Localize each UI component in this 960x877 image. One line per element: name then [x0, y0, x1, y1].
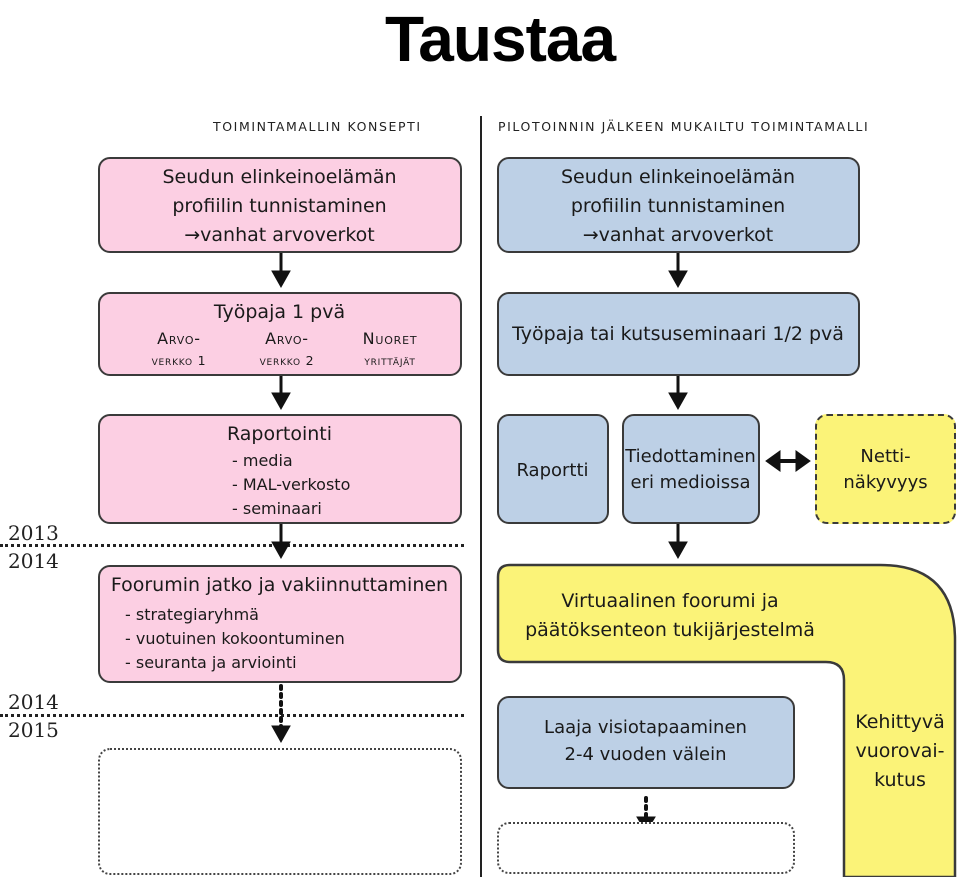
left-forum-item3: - seuranta ja arviointi — [125, 653, 297, 672]
left-workshop-col1: Arvo- verkko 1 — [151, 329, 207, 368]
left-forum-box: Foorumin jatko ja vakiinnuttaminen - str… — [98, 565, 462, 683]
year-label-2015: 2015 — [8, 718, 59, 742]
right-web-visibility-line2: näkyvyys — [843, 472, 928, 493]
left-reporting-title: Raportointi — [226, 423, 333, 445]
left-workshop-col2: Arvo- verkko 2 — [259, 329, 315, 368]
slide-title: Taustaa — [384, 3, 616, 75]
left-forum-title: Foorumin jatko ja vakiinnuttaminen — [110, 574, 449, 596]
year-label-2014: 2014 — [8, 549, 59, 573]
left-profile-line1: Seudun elinkeinoelämän — [162, 166, 397, 188]
right-arrow-2 — [668, 376, 688, 411]
left-column-header: TOIMINTAMALLIN KONSEPTI — [213, 119, 422, 134]
right-communication-line2: eri medioissa — [630, 472, 751, 493]
left-forum-item1: - strategiaryhmä — [125, 605, 259, 624]
right-web-visibility-line1: Netti- — [860, 446, 911, 467]
right-communication-line1: Tiedottaminen — [625, 446, 756, 467]
year-divider-2014-2015 — [0, 714, 464, 717]
right-profile-box: Seudun elinkeinoelämän profiilin tunnist… — [497, 157, 860, 253]
left-reporting-item2: - MAL-verkosto — [232, 475, 351, 494]
left-empty-future-box — [98, 748, 462, 875]
right-profile-line2: profiilin tunnistaminen — [570, 195, 786, 217]
left-arrow-2 — [271, 376, 291, 411]
left-reporting-item1: - media — [232, 451, 293, 470]
right-web-visibility-box: Netti- näkyvyys — [815, 414, 956, 524]
left-workshop-title: Työpaja 1 pvä — [213, 301, 346, 323]
left-profile-box: Seudun elinkeinoelämän profiilin tunnist… — [98, 157, 462, 253]
left-workshop-box: Työpaja 1 pvä Arvo- verkko 1 Arvo- verkk… — [98, 292, 462, 376]
left-reporting-box: Raportointi - media - MAL-verkosto - sem… — [98, 414, 462, 524]
right-virtual-forum-line2: päätöksenteon tukijärjestelmä — [525, 619, 815, 641]
year-label-2013: 2013 — [8, 521, 59, 545]
left-reporting-item3: - seminaari — [232, 499, 322, 518]
right-vision-meeting-line2: 2-4 vuoden välein — [564, 744, 727, 765]
left-profile-line2: profiilin tunnistaminen — [172, 195, 387, 217]
left-profile-line3: →vanhat arvoverkot — [184, 224, 375, 246]
right-evolving-line3: kutus — [874, 769, 926, 791]
right-communication-box: Tiedottaminen eri medioissa — [622, 414, 760, 524]
left-forum-item2: - vuotuinen kokoontuminen — [125, 629, 345, 648]
right-virtual-forum-line1: Virtuaalinen foorumi ja — [561, 590, 779, 612]
left-arrow-3 — [271, 524, 291, 560]
right-workshop-label: Työpaja tai kutsuseminaari 1/2 pvä — [512, 323, 844, 345]
right-evolving-line2: vuorovai- — [855, 740, 945, 762]
right-report-box: Raportti — [497, 414, 609, 524]
right-profile-line3: →vanhat arvoverkot — [582, 224, 774, 246]
right-workshop-box: Työpaja tai kutsuseminaari 1/2 pvä — [497, 292, 860, 376]
left-workshop-col3: Nuoret yrittäjät — [362, 329, 418, 368]
double-arrow-communication-web — [765, 450, 811, 472]
year-label-2014-second: 2014 — [8, 690, 59, 714]
right-arrow-3 — [668, 524, 688, 560]
right-evolving-line1: Kehittyvä — [855, 711, 945, 733]
right-report-label: Raportti — [516, 460, 589, 481]
right-virtual-forum-text: Virtuaalinen foorumi ja päätöksenteon tu… — [500, 587, 840, 645]
left-arrow-1 — [271, 253, 291, 289]
right-column-header: PILOTOINNIN JÄLKEEN MUKAILTU TOIMINTAMAL… — [498, 119, 870, 134]
year-divider-2013-2014 — [0, 544, 464, 547]
right-vision-meeting-line1: Laaja visiotapaaminen — [544, 717, 747, 738]
right-empty-future-box — [497, 822, 795, 874]
right-vision-meeting-box: Laaja visiotapaaminen 2-4 vuoden välein — [497, 696, 795, 789]
right-arrow-1 — [668, 253, 688, 289]
right-evolving-interaction-text: Kehittyvä vuorovai- kutus — [846, 708, 954, 795]
column-divider — [480, 116, 482, 877]
right-profile-line1: Seudun elinkeinoelämän — [560, 166, 796, 188]
